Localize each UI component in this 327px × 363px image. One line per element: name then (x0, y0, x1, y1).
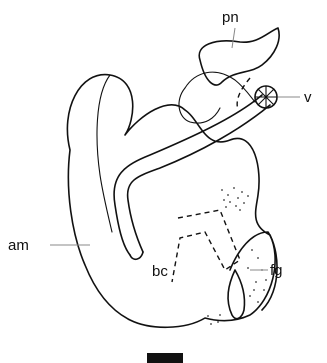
duct-tip (130, 252, 143, 259)
lower-tongue (228, 270, 244, 319)
pn-fold (185, 72, 255, 102)
bc-dashed-outline (172, 210, 240, 282)
label-bc: bc (152, 263, 168, 280)
leader-pn (232, 28, 235, 48)
am-lobe (97, 75, 112, 232)
label-fg: fg (270, 262, 283, 279)
stipple-fg (247, 249, 267, 303)
label-v: v (304, 89, 312, 106)
pn-bulb (199, 28, 279, 85)
label-am: am (8, 237, 29, 254)
stipple-upper (221, 187, 249, 211)
upper-right-lobe (179, 88, 220, 123)
scale-bar (147, 353, 183, 363)
v-rosette (255, 86, 277, 108)
label-pn: pn (222, 9, 239, 26)
duct-outer (114, 95, 262, 255)
